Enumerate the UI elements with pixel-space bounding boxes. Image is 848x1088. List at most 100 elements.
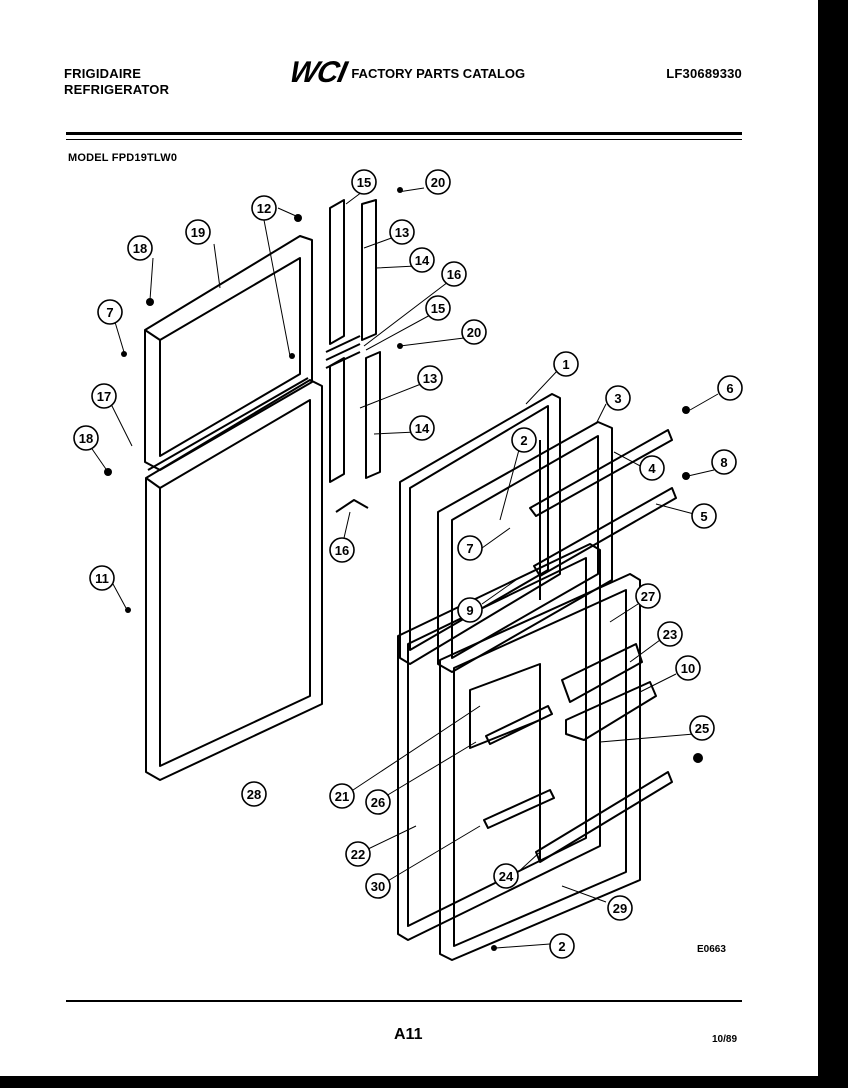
svg-text:21: 21 <box>335 789 349 804</box>
svg-text:18: 18 <box>133 241 147 256</box>
svg-text:7: 7 <box>466 541 473 556</box>
callout-5: 5 <box>691 503 717 529</box>
svg-text:9: 9 <box>466 603 473 618</box>
svg-text:14: 14 <box>415 421 430 436</box>
footer-rule <box>66 1000 742 1002</box>
scan-border-right <box>818 0 848 1088</box>
brand-name: FRIGIDAIRE <box>64 66 142 81</box>
callout-20: 20 <box>461 319 487 345</box>
svg-text:15: 15 <box>431 301 445 316</box>
callout-14: 14 <box>409 247 435 273</box>
svg-text:12: 12 <box>257 201 271 216</box>
header-rule-thick <box>66 132 742 135</box>
svg-text:20: 20 <box>467 325 481 340</box>
svg-text:23: 23 <box>663 627 677 642</box>
callout-28: 28 <box>241 781 267 807</box>
callout-14: 14 <box>409 415 435 441</box>
svg-text:26: 26 <box>371 795 385 810</box>
callout-2: 2 <box>511 427 537 453</box>
callout-13: 13 <box>417 365 443 391</box>
svg-text:24: 24 <box>499 869 514 884</box>
svg-text:10: 10 <box>681 661 695 676</box>
hinge-channels <box>325 199 381 513</box>
leader-lines <box>89 187 719 949</box>
product-type: REFRIGERATOR <box>64 82 170 97</box>
svg-text:15: 15 <box>357 175 371 190</box>
scan-border-bottom <box>0 1076 848 1088</box>
fasteners <box>104 187 703 951</box>
svg-text:6: 6 <box>726 381 733 396</box>
callout-3: 3 <box>605 385 631 411</box>
catalog-title: FACTORY PARTS CATALOG <box>351 65 526 81</box>
svg-text:30: 30 <box>371 879 385 894</box>
svg-text:5: 5 <box>700 509 707 524</box>
svg-text:3: 3 <box>614 391 621 406</box>
callout-22: 22 <box>345 841 371 867</box>
svg-text:20: 20 <box>431 175 445 190</box>
document-number: LF30689330 <box>666 66 742 81</box>
svg-text:13: 13 <box>423 371 437 386</box>
header-rule-thin <box>66 139 742 140</box>
callout-21: 21 <box>329 783 355 809</box>
fresh-food-gasket-and-liner <box>397 543 673 961</box>
callout-8: 8 <box>711 449 737 475</box>
callout-16: 16 <box>329 537 355 563</box>
callout-10: 10 <box>675 655 701 681</box>
callout-15: 15 <box>425 295 451 321</box>
svg-text:1: 1 <box>562 357 569 372</box>
callout-25: 25 <box>689 715 715 741</box>
callout-18: 18 <box>127 235 153 261</box>
svg-text:8: 8 <box>720 455 727 470</box>
callout-15: 15 <box>351 169 377 195</box>
callout-11: 11 <box>89 565 115 591</box>
callout-30: 30 <box>365 873 391 899</box>
svg-text:14: 14 <box>415 253 430 268</box>
svg-text:29: 29 <box>613 901 627 916</box>
callout-23: 23 <box>657 621 683 647</box>
callout-16: 16 <box>441 261 467 287</box>
callout-24: 24 <box>493 863 519 889</box>
svg-text:27: 27 <box>641 589 655 604</box>
svg-text:22: 22 <box>351 847 365 862</box>
callout-7: 7 <box>457 535 483 561</box>
callout-29: 29 <box>607 895 633 921</box>
callout-19: 19 <box>185 219 211 245</box>
svg-text:17: 17 <box>97 389 111 404</box>
callout-9: 9 <box>457 597 483 623</box>
brand-block: FRIGIDAIRE REFRIGERATOR <box>64 66 169 98</box>
svg-text:7: 7 <box>106 305 113 320</box>
freezer-door <box>144 235 313 471</box>
svg-text:16: 16 <box>447 267 461 282</box>
svg-text:2: 2 <box>558 939 565 954</box>
callout-27: 27 <box>635 583 661 609</box>
callout-6: 6 <box>717 375 743 401</box>
callout-12: 12 <box>251 195 277 221</box>
svg-text:11: 11 <box>95 571 109 586</box>
svg-text:2: 2 <box>520 433 527 448</box>
callout-4: 4 <box>639 455 665 481</box>
svg-text:16: 16 <box>335 543 349 558</box>
callout-1: 1 <box>553 351 579 377</box>
svg-text:13: 13 <box>395 225 409 240</box>
page-number: A11 <box>394 1026 423 1043</box>
callout-26: 26 <box>365 789 391 815</box>
callout-13: 13 <box>389 219 415 245</box>
svg-text:28: 28 <box>247 787 261 802</box>
callout-7: 7 <box>97 299 123 325</box>
catalog-date: 10/89 <box>712 1034 738 1045</box>
fresh-food-door <box>145 377 323 781</box>
callouts: 1 2 2 3 4 5 6 7 7 8 9 10 11 12 13 13 14 … <box>73 169 743 959</box>
catalog-header: WCI FACTORY PARTS CATALOG <box>287 56 526 90</box>
callout-20: 20 <box>425 169 451 195</box>
callout-2: 2 <box>549 933 575 959</box>
freezer-gasket-and-liner <box>399 393 677 673</box>
callout-17: 17 <box>91 383 117 409</box>
callout-18: 18 <box>73 425 99 451</box>
svg-text:25: 25 <box>695 721 709 736</box>
svg-text:19: 19 <box>191 225 205 240</box>
svg-text:18: 18 <box>79 431 93 446</box>
model-number: MODEL FPD19TLW0 <box>68 152 178 164</box>
diagram-code: E0663 <box>697 944 726 955</box>
svg-text:4: 4 <box>648 461 656 476</box>
